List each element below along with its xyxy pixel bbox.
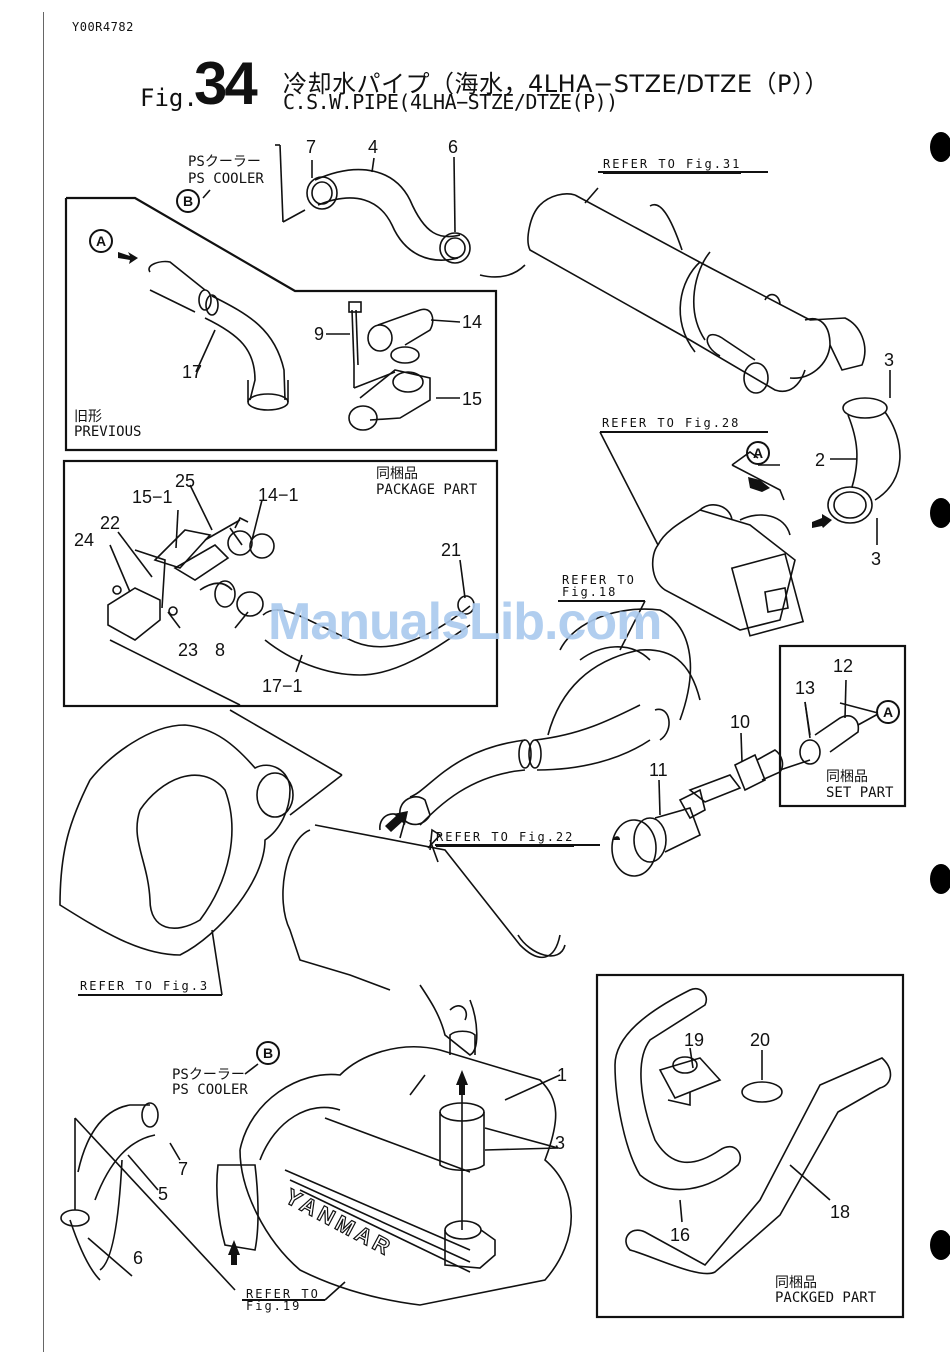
engine-drawing: [216, 1030, 572, 1306]
previous-label-en: PREVIOUS: [74, 424, 142, 440]
packged-part-contents-drawing: [614, 987, 892, 1275]
leader-b: [202, 189, 211, 199]
callout-19: 19: [684, 1030, 705, 1050]
callout-14: 14: [462, 312, 483, 332]
reference-fig-22: REFER TO Fig.22: [436, 831, 575, 847]
callout-16: 16: [670, 1225, 691, 1245]
package-part-box-outline: [62, 459, 499, 708]
arrow-a-previous: [118, 252, 138, 264]
hose-5-drawing: [60, 1063, 259, 1291]
callout-6-bottom: 6: [133, 1248, 144, 1268]
reference-fig-19-line2: Fig.19: [246, 1299, 302, 1313]
previous-box-outline: [64, 196, 498, 452]
callout-17-1: 17−1: [262, 676, 303, 696]
ps-cooler-label-jp-top: PSクーラー: [188, 154, 261, 170]
callout-5: 5: [158, 1184, 169, 1204]
callout-2: 2: [815, 450, 826, 470]
callout-23: 23: [178, 640, 199, 660]
reference-fig-31: REFER TO Fig.31: [603, 158, 742, 174]
parts-9-14-15-drawing: [326, 301, 461, 431]
callout-13: 13: [795, 678, 816, 698]
callout-24: 24: [74, 530, 95, 550]
title-english: C.S.W.PIPE(4LHA−STZE/DTZE(P)): [283, 90, 618, 114]
ps-cooler-label-en-bottom: PS COOLER: [172, 1082, 248, 1098]
callout-7-top: 7: [306, 137, 317, 157]
callout-9: 9: [314, 324, 325, 344]
set-part-box-outline: [778, 644, 907, 808]
callout-8: 8: [215, 640, 226, 660]
flywheel-housing-drawing: [59, 709, 343, 996]
callout-10: 10: [730, 712, 751, 732]
previous-label-jp: 旧形: [74, 409, 102, 425]
page-margin-line: [43, 12, 44, 1352]
callout-18: 18: [830, 1202, 851, 1222]
reference-fig-18-line2: Fig.18: [562, 586, 642, 602]
callout-17: 17: [182, 362, 203, 382]
callout-3-engine: 3: [555, 1133, 566, 1153]
reference-fig-18-line1: REFER TO: [562, 573, 636, 587]
reference-fig-3: REFER TO Fig.3: [80, 979, 210, 993]
marker-a-set: A: [876, 700, 900, 724]
callout-3-lower: 3: [871, 549, 882, 569]
pump-drawing: [599, 431, 805, 637]
callout-25: 25: [175, 471, 196, 491]
callout-20: 20: [750, 1030, 771, 1050]
package-part-label-en: PACKAGE PART: [376, 482, 478, 498]
marker-b-top: B: [176, 189, 200, 213]
set-part-label-en: SET PART: [826, 785, 894, 801]
hose-2-drawing: [812, 370, 901, 545]
callout-3-upper: 3: [884, 350, 895, 370]
connecting-hose-drawing: [385, 704, 651, 832]
package-part-label-jp: 同梱品: [376, 466, 418, 482]
packged-part-label-en: PACKGED PART: [775, 1290, 877, 1306]
figure-number: 34: [194, 50, 258, 117]
marker-b-bottom: B: [256, 1041, 280, 1065]
binder-hole-4: [930, 1230, 950, 1260]
binder-hole-1: [930, 132, 950, 162]
callout-11: 11: [649, 760, 668, 780]
package-part-components-drawing: [107, 484, 475, 706]
fig18-part-drawing: [547, 600, 701, 741]
callout-15-1: 15−1: [132, 487, 173, 507]
packged-part-box-outline: [595, 973, 905, 1319]
callout-7-bottom: 7: [178, 1159, 189, 1179]
marker-a-previous: A: [89, 229, 113, 253]
marker-a-pump: A: [746, 441, 770, 465]
title-japanese: 冷却水パイプ（海水，4LHA−STZE/DTZE（P））: [283, 70, 830, 98]
callout-4-top: 4: [368, 137, 379, 157]
callout-14-1: 14−1: [258, 485, 299, 505]
callout-12: 12: [833, 656, 854, 676]
ps-cooler-label-en-top: PS COOLER: [188, 171, 264, 187]
callout-22: 22: [100, 513, 121, 533]
callout-1: 1: [557, 1065, 568, 1085]
callout-6-top: 6: [448, 137, 459, 157]
binder-hole-2: [930, 498, 950, 528]
packged-part-label-jp: 同梱品: [775, 1275, 817, 1291]
set-part-components-drawing: [799, 679, 879, 765]
reference-fig-28: REFER TO Fig.28: [602, 417, 741, 433]
heat-exchanger-lower-drawing: [282, 813, 600, 1056]
heat-exchanger-top-drawing: [479, 171, 866, 394]
valve-parts-drawing: [611, 732, 811, 877]
hose-4-drawing: [275, 144, 471, 264]
document-id: Y00R4782: [72, 20, 134, 34]
callout-21: 21: [441, 540, 462, 560]
binder-hole-3: [930, 864, 950, 894]
set-part-label-jp: 同梱品: [826, 769, 868, 785]
figure-prefix: Fig.: [140, 84, 198, 112]
ps-cooler-label-jp-bottom: PSクーラー: [172, 1067, 245, 1083]
callout-15: 15: [462, 389, 483, 409]
leader-a-set: [839, 702, 879, 714]
reference-fig-19-line1: REFER TO: [246, 1287, 320, 1301]
part-17-drawing: [148, 260, 289, 411]
